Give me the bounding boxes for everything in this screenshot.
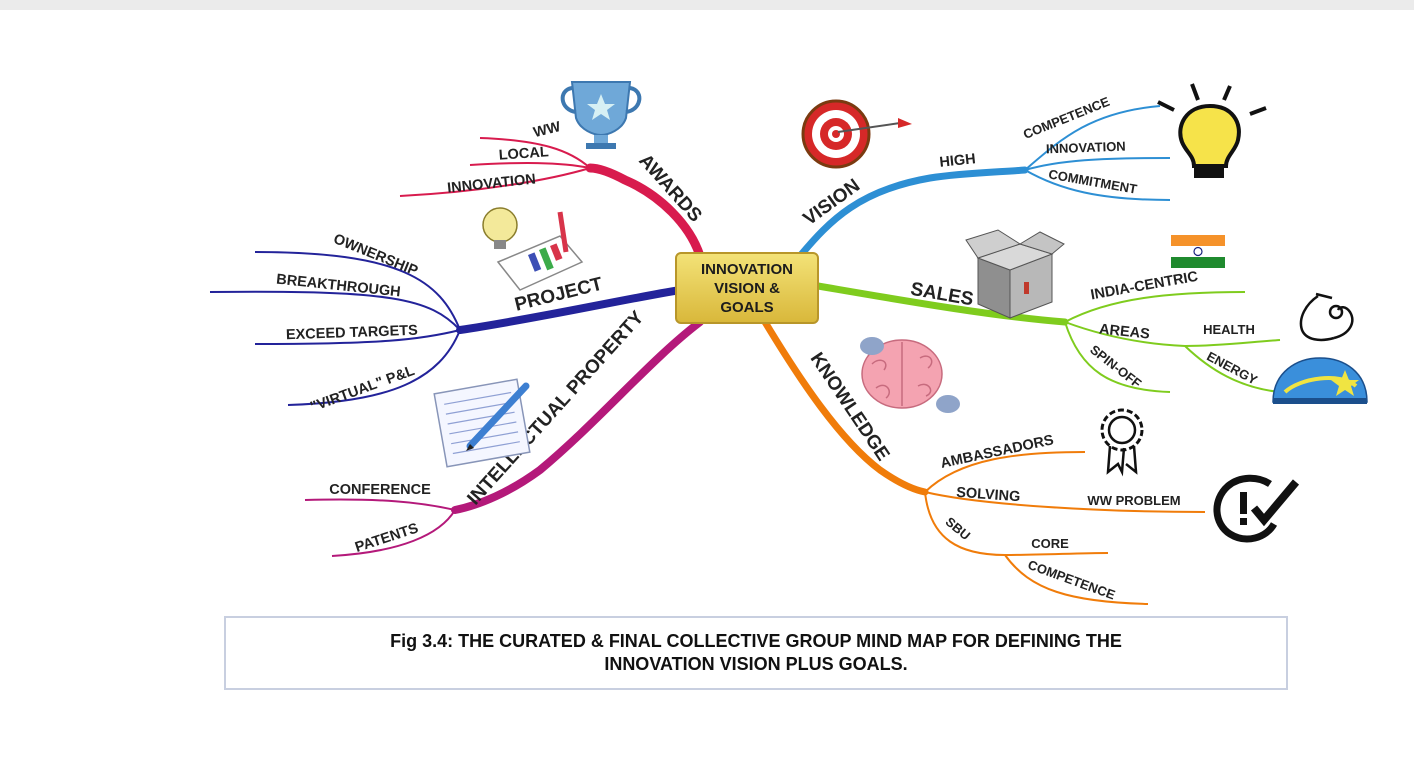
box-icon [965,229,1065,319]
vision-sub-high: HIGH [939,151,977,171]
brain-icon [860,337,960,413]
sales-area-health: HEALTH [1203,322,1255,337]
ip-leaf-conference: CONFERENCE [329,482,431,498]
energy-globe-icon [1272,357,1368,404]
vision-leaf-line [1024,157,1171,171]
knowledge-leaf-core: CORE [1031,536,1069,551]
vision-leaf-line [1024,169,1171,201]
ip-leaf-line [331,509,456,557]
top-bar [0,0,1414,10]
knowledge-sub-ambassadors: AMBASSADORS [939,432,1055,472]
project-leaf-virtual-pl: "VIRTUAL" P&L [308,363,417,416]
vision-leaf-commitment: COMMITMENT [1047,166,1138,196]
check-icon [1213,474,1300,543]
ribbon-icon [1100,408,1144,477]
ip-leaf-line [304,498,456,511]
india-flag-icon [1171,235,1225,268]
knowledge-leaf-ww-problem: WW PROBLEM [1087,493,1180,508]
awards-leaf-local: LOCAL [498,144,549,163]
vision-branch [796,166,1029,260]
chart-icon [482,207,584,291]
sales-sub-areas: AREAS [1098,321,1150,342]
sales-branch [814,282,1069,326]
project-leaf-line [254,329,461,345]
knowledge-branch [761,318,929,496]
knowledge-leaf-line [924,491,1109,557]
awards-leaf-innovation: INNOVATION [447,171,537,196]
project-leaf-ownership: OWNERSHIP [331,231,420,279]
sales-leaf-line [1184,345,1281,393]
project-leaf-line [287,329,461,406]
project-leaf-exceed-targets: EXCEED TARGETS [286,323,419,344]
sales-leaf-line [1064,321,1281,348]
trophy-icon [560,81,642,149]
awards-branch [585,163,705,261]
lightbulb-icon [1157,83,1267,178]
vision-leaf-competence: COMPETENCE [1021,94,1112,142]
project-leaf-breakthrough: BREAKTHROUGH [275,272,401,301]
awards-leaf-line [469,162,591,169]
awards-leaf-line [479,137,591,169]
document-pen-icon [433,378,531,468]
knowledge-leaf-line [1004,554,1149,605]
project-leaf-line [254,251,461,331]
sales-leaf-line [1064,321,1171,393]
center-node: INNOVATION VISION & GOALS [675,252,819,324]
sales-sub-spin-off: SPIN-OFF [1087,342,1144,391]
ip-branch [451,318,704,514]
vision-leaf-innovation: INNOVATION [1046,139,1126,157]
stethoscope-icon [1299,292,1354,342]
target-icon [801,99,912,169]
ip-leaf-patents: PATENTS [353,520,421,556]
knowledge-leaf-line [924,491,1206,513]
figure-caption: Fig 3.4: THE CURATED & FINAL COLLECTIVE … [224,616,1288,690]
center-node-label: INNOVATION VISION & GOALS [701,260,793,316]
figure-caption-text: Fig 3.4: THE CURATED & FINAL COLLECTIVE … [390,631,1122,674]
knowledge-sub-solving: SOLVING [956,485,1021,505]
awards-leaf-line [399,167,591,197]
vision-leaf-line [1024,105,1161,171]
knowledge-leaf-line [924,451,1086,493]
project-leaf-line [209,290,461,331]
project-branch [456,286,684,334]
awards-leaf-ww: WW [532,119,563,141]
sales-leaf-line [1064,291,1246,323]
